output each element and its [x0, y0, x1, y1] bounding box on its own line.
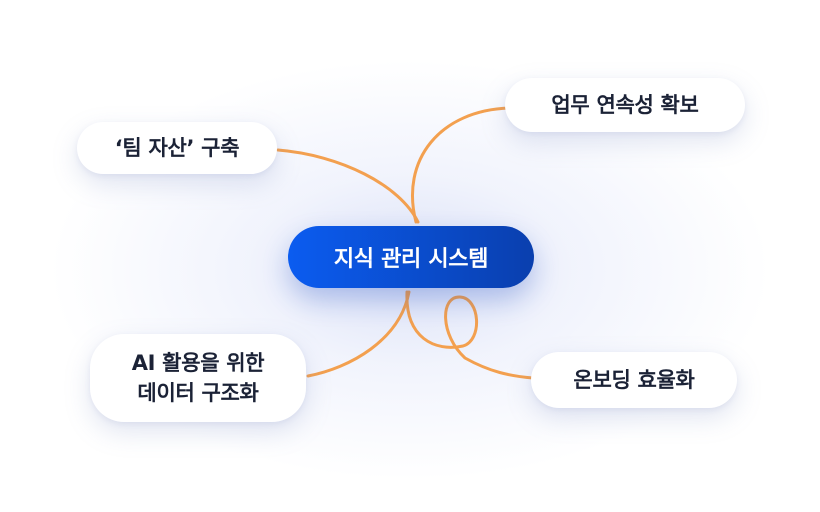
node-onboarding: 온보딩 효율화 [531, 352, 737, 408]
node-ai-structuring-line-1: AI 활용을 위한 [131, 351, 265, 375]
connector-onboarding [405, 290, 535, 380]
node-center-label: 지식 관리 시스템 [333, 247, 489, 272]
node-ai-structuring: AI 활용을 위한 데이터 구조화 [90, 334, 306, 422]
node-continuity-label: 업무 연속성 확보 [551, 93, 699, 117]
connector-ai-structuring [306, 290, 411, 378]
node-team-asset: ‘팀 자산’ 구축 [77, 122, 277, 174]
node-ai-structuring-line-2: 데이터 구조화 [137, 381, 259, 405]
node-center: 지식 관리 시스템 [288, 226, 534, 288]
connector-continuity [411, 106, 512, 224]
node-onboarding-label: 온보딩 효율화 [573, 368, 695, 392]
node-team-asset-label: ‘팀 자산’ 구축 [114, 136, 240, 160]
node-continuity: 업무 연속성 확보 [505, 78, 745, 132]
connector-team-asset [276, 148, 420, 224]
